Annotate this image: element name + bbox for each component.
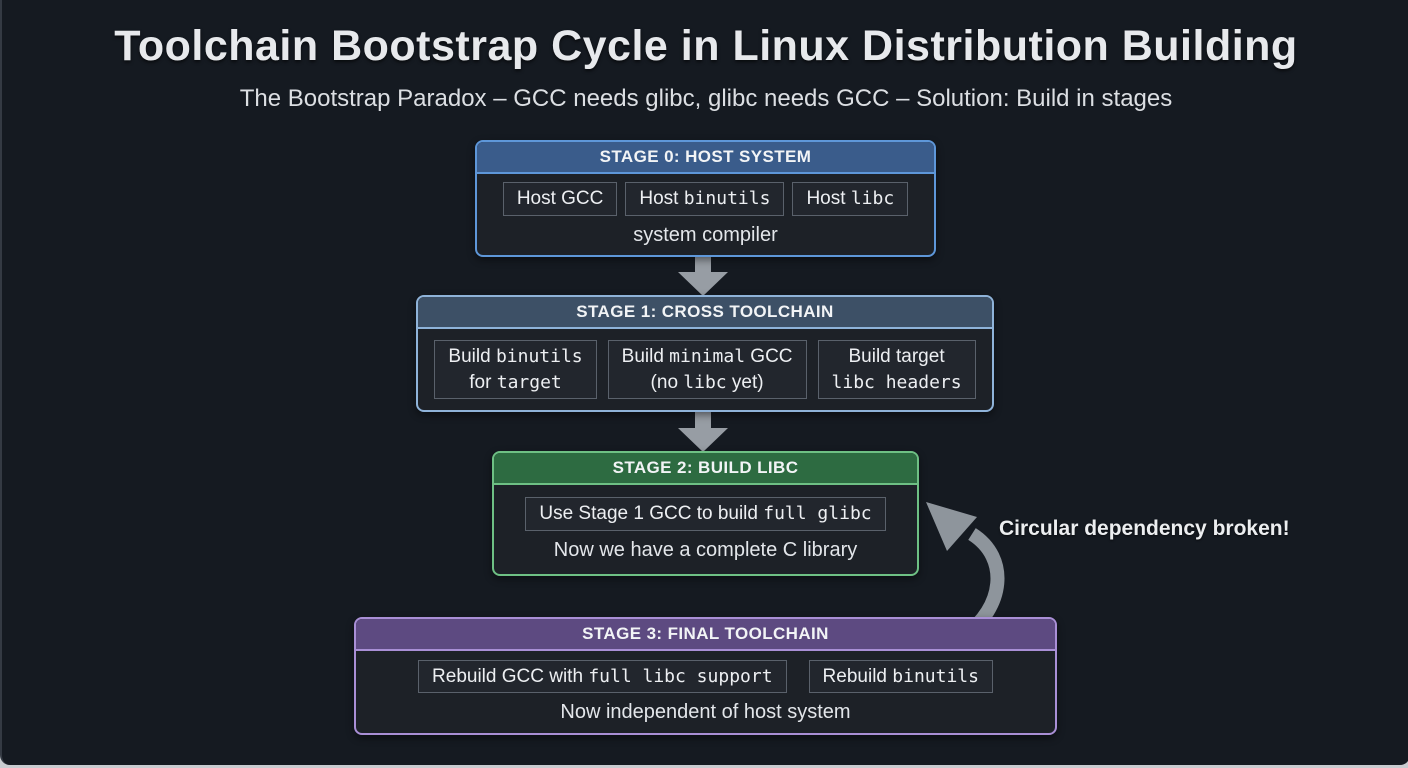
stage-1-header: STAGE 1: CROSS TOOLCHAIN bbox=[418, 297, 992, 329]
stage-2-footer: Now we have a complete C library bbox=[553, 538, 858, 561]
chip-host-gcc: Host GCC bbox=[502, 182, 618, 216]
stage-2-box: STAGE 2: BUILD LIBC Use Stage 1 GCC to b… bbox=[492, 451, 919, 576]
chip-host-libc: Host libc bbox=[792, 182, 909, 216]
stage-2-header: STAGE 2: BUILD LIBC bbox=[494, 453, 917, 485]
chip-use-stage1-gcc: Use Stage 1 GCC to build full glibc bbox=[525, 497, 886, 531]
chip-host-binutils: Host binutils bbox=[625, 182, 785, 216]
chip-rebuild-gcc: Rebuild GCC with full libc support bbox=[418, 659, 787, 694]
stage-0-footer: system compiler bbox=[633, 223, 778, 246]
flow-arrow-down-2-head bbox=[678, 428, 728, 452]
stage-2-chip-row: Use Stage 1 GCC to build full glibc bbox=[525, 497, 886, 531]
stage-3-body: Rebuild GCC with full libc support Rebui… bbox=[356, 651, 1055, 733]
flow-arrow-down-1-stem bbox=[695, 254, 711, 272]
flow-arrow-down-2-stem bbox=[695, 409, 711, 428]
chip-build-minimal-gcc: Build minimal GCC (no libc yet) bbox=[607, 339, 807, 400]
stage-1-chip-row: Build binutils for target Build minimal … bbox=[434, 339, 976, 400]
page-subtitle: The Bootstrap Paradox – GCC needs glibc,… bbox=[239, 85, 1173, 112]
page-title: Toolchain Bootstrap Cycle in Linux Distr… bbox=[114, 22, 1298, 70]
stage-3-chip-row: Rebuild GCC with full libc support Rebui… bbox=[418, 659, 993, 694]
stage-0-body: Host GCC Host binutils Host libc system … bbox=[477, 174, 934, 255]
stage-1-body: Build binutils for target Build minimal … bbox=[418, 329, 992, 410]
stage-0-chip-row: Host GCC Host binutils Host libc bbox=[502, 182, 909, 216]
flow-arrow-down-1 bbox=[667, 254, 739, 296]
flow-arrow-down-1-head bbox=[678, 272, 728, 296]
chip-rebuild-binutils: Rebuild binutils bbox=[808, 659, 993, 694]
stage-2-body: Use Stage 1 GCC to build full glibc Now … bbox=[494, 485, 917, 574]
flow-arrow-down-2 bbox=[667, 409, 739, 452]
chip-build-binutils: Build binutils for target bbox=[434, 339, 597, 400]
stage-3-box: STAGE 3: FINAL TOOLCHAIN Rebuild GCC wit… bbox=[354, 617, 1057, 735]
chip-build-libc-headers: Build target libc headers bbox=[817, 339, 976, 400]
circular-dependency-label: Circular dependency broken! bbox=[999, 517, 1290, 540]
stage-0-box: STAGE 0: HOST SYSTEM Host GCC Host binut… bbox=[475, 140, 936, 257]
stage-1-box: STAGE 1: CROSS TOOLCHAIN Build binutils … bbox=[416, 295, 994, 412]
stage-0-header: STAGE 0: HOST SYSTEM bbox=[477, 142, 934, 174]
stage-3-footer: Now independent of host system bbox=[560, 701, 851, 724]
stage-3-header: STAGE 3: FINAL TOOLCHAIN bbox=[356, 619, 1055, 651]
